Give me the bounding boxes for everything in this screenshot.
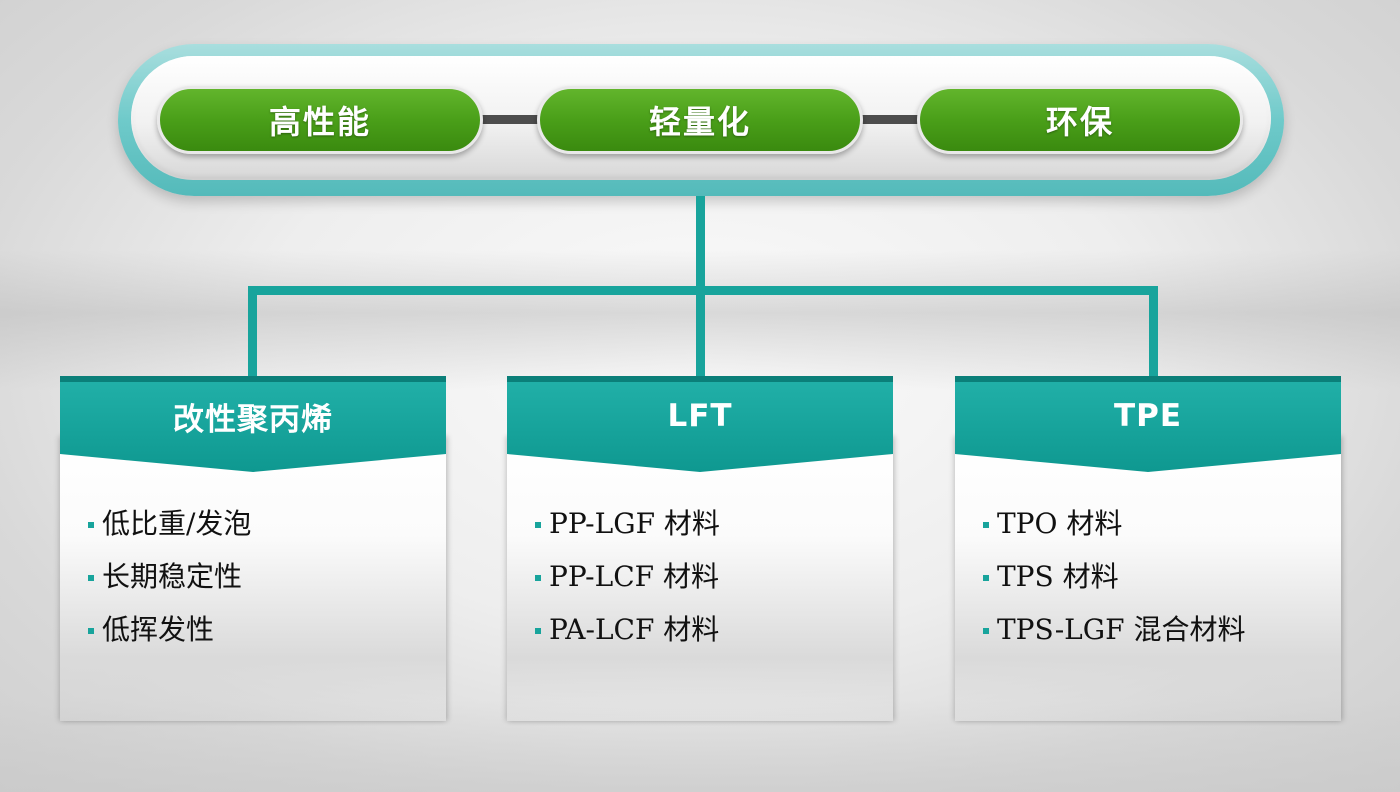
bullet-icon: [983, 522, 989, 528]
list-item-text: TPS-LGF 混合材料: [997, 613, 1246, 646]
pill-high-performance: 高性能: [157, 86, 483, 154]
category-box-body: [60, 436, 446, 721]
list-item-text: PP-LGF 材料: [549, 507, 720, 540]
bullet-icon: [88, 575, 94, 581]
list-item: 低挥发性: [88, 610, 251, 663]
feature-list: PP-LGF 材料 PP-LCF 材料 PA-LCF 材料: [535, 504, 720, 663]
category-title: 改性聚丙烯: [173, 401, 333, 438]
list-item-text: TPO 材料: [997, 507, 1123, 540]
bullet-icon: [88, 522, 94, 528]
category-title: LFT: [667, 398, 733, 434]
list-item-text: 低挥发性: [102, 613, 215, 646]
category-box-tpe: TPE TPO 材料 TPS 材料 TPS-LGF 混合材料: [955, 376, 1341, 721]
tree-branch-right: [1149, 286, 1158, 380]
pill-lightweight: 轻量化: [537, 86, 863, 154]
list-item: PP-LGF 材料: [535, 504, 720, 557]
bullet-icon: [535, 575, 541, 581]
category-box-modified-pp: 改性聚丙烯 低比重/发泡 长期稳定性 低挥发性: [60, 376, 446, 721]
pill-eco-friendly: 环保: [917, 86, 1243, 154]
list-item: TPO 材料: [983, 504, 1245, 557]
list-item: TPS-LGF 混合材料: [983, 610, 1245, 663]
bullet-icon: [535, 522, 541, 528]
pill-connector-2: [860, 115, 922, 124]
category-box-header: [60, 376, 446, 474]
list-item: PP-LCF 材料: [535, 557, 720, 610]
list-item-text: TPS 材料: [997, 560, 1119, 593]
bullet-icon: [88, 628, 94, 634]
list-item: TPS 材料: [983, 557, 1245, 610]
bullet-icon: [983, 575, 989, 581]
feature-list: 低比重/发泡 长期稳定性 低挥发性: [88, 504, 251, 663]
tree-branch-left: [248, 286, 257, 380]
category-box-body: [955, 436, 1341, 721]
pill-connector-1: [480, 115, 542, 124]
category-box-lft: LFT PP-LGF 材料 PP-LCF 材料 PA-LCF 材料: [507, 376, 893, 721]
bullet-icon: [983, 628, 989, 634]
list-item: 长期稳定性: [88, 557, 251, 610]
list-item-text: PA-LCF 材料: [549, 613, 720, 646]
feature-list: TPO 材料 TPS 材料 TPS-LGF 混合材料: [983, 504, 1245, 663]
category-title: TPE: [1113, 398, 1183, 434]
list-item-text: PP-LCF 材料: [549, 560, 719, 593]
list-item: PA-LCF 材料: [535, 610, 720, 663]
list-item: 低比重/发泡: [88, 504, 251, 557]
list-item-text: 低比重/发泡: [102, 507, 252, 540]
category-box-header: [507, 376, 893, 474]
tree-horizontal-line: [248, 286, 1158, 295]
list-item-text: 长期稳定性: [102, 560, 243, 593]
bullet-icon: [535, 628, 541, 634]
category-box-body: [507, 436, 893, 721]
category-box-header: [955, 376, 1341, 474]
